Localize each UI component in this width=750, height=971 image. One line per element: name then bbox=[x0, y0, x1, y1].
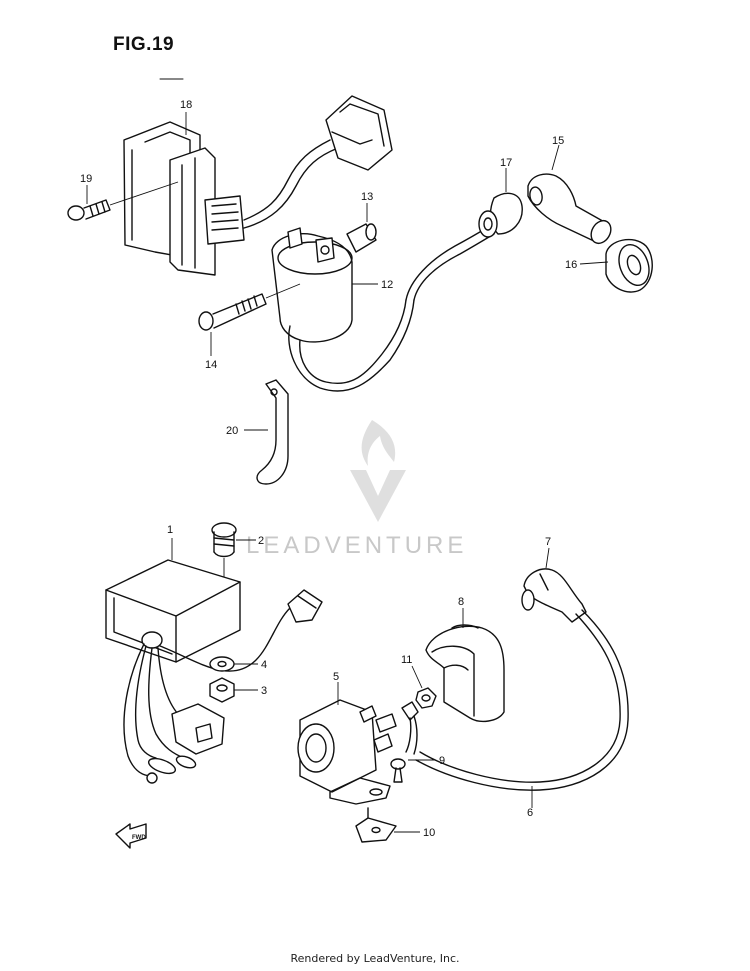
part-6-lead-wire bbox=[415, 609, 629, 791]
part-18-regulator-rectifier bbox=[123, 95, 393, 276]
callout-9: 9 bbox=[439, 755, 445, 767]
part-20-clamp bbox=[256, 379, 289, 485]
callout-5: 5 bbox=[333, 671, 339, 683]
part-17-boot bbox=[478, 192, 523, 238]
callout-15: 15 bbox=[552, 135, 564, 147]
part-1-cdi-unit bbox=[105, 559, 323, 784]
part-10-bracket bbox=[355, 807, 397, 843]
part-12-ignition-coil bbox=[271, 225, 495, 392]
callout-3: 3 bbox=[261, 685, 267, 697]
callout-6: 6 bbox=[527, 807, 533, 819]
part-11-nut bbox=[415, 687, 437, 709]
callout-7: 7 bbox=[545, 536, 551, 548]
leader-16 bbox=[579, 261, 609, 265]
part-13-cap bbox=[346, 223, 377, 253]
callout-18: 18 bbox=[180, 99, 192, 111]
part-7-plug-cap bbox=[521, 568, 587, 623]
leadventure-watermark: LEADVENTURE bbox=[246, 420, 467, 559]
callout-12: 12 bbox=[381, 279, 393, 291]
part-2-bolt bbox=[211, 522, 237, 590]
callout-11: 11 bbox=[401, 654, 412, 666]
forward-arrow-label: FWD bbox=[132, 835, 146, 841]
figure-title: FIG.19 bbox=[113, 34, 175, 55]
leader-7 bbox=[545, 547, 550, 569]
callout-19: 19 bbox=[80, 173, 92, 185]
part-5-starter-relay bbox=[297, 699, 397, 805]
part-4-washer bbox=[209, 656, 235, 672]
callout-17: 17 bbox=[500, 157, 512, 169]
leader-11 bbox=[411, 665, 423, 689]
callout-8: 8 bbox=[458, 596, 464, 608]
callout-2: 2 bbox=[258, 535, 264, 547]
part-15-plug-cap bbox=[527, 173, 612, 245]
watermark-text: LEADVENTURE bbox=[246, 532, 467, 559]
part-19-screw bbox=[67, 181, 179, 221]
footer-credit: Rendered by LeadVenture, Inc. bbox=[290, 952, 460, 965]
forward-arrow-icon: FWD bbox=[115, 823, 147, 849]
callout-13: 13 bbox=[361, 191, 373, 203]
callout-1: 1 bbox=[167, 524, 173, 536]
part-3-nut bbox=[209, 677, 235, 703]
callout-20: 20 bbox=[226, 425, 238, 437]
part-14-bolt bbox=[198, 283, 301, 331]
part-16-cover bbox=[605, 238, 653, 293]
callout-16: 16 bbox=[565, 259, 577, 271]
part-9-screw bbox=[390, 701, 419, 783]
callout-10: 10 bbox=[423, 827, 435, 839]
callout-4: 4 bbox=[261, 659, 267, 671]
callout-14: 14 bbox=[205, 359, 217, 371]
part-8-relay-cover bbox=[425, 624, 505, 723]
leader-15 bbox=[551, 144, 560, 171]
